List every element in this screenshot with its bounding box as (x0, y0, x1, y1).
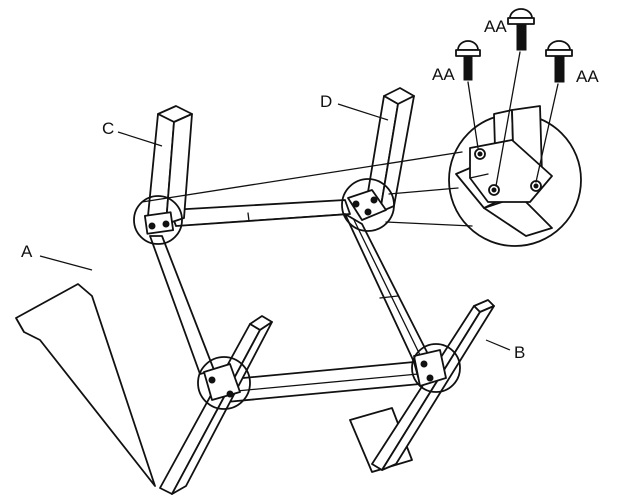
leg-d (347, 87, 415, 221)
label-aa-middle: AA (484, 17, 507, 36)
label-d: D (320, 92, 332, 111)
corner-detail-circles (133, 178, 461, 410)
leg-b (371, 299, 495, 471)
screw-aa-middle (495, 8, 535, 187)
screw-aa-left (455, 40, 481, 149)
aa-screws (455, 8, 573, 187)
label-a: A (21, 242, 33, 261)
seat-frame-aprons (149, 199, 433, 403)
screw-aa-right (535, 40, 573, 183)
callout-leaders (39, 103, 511, 351)
label-c: C (102, 119, 114, 138)
label-aa-right: AA (576, 67, 599, 86)
label-aa-left: AA (432, 65, 455, 84)
label-b: B (514, 343, 525, 362)
leg-front-left (159, 315, 273, 495)
enlarged-corner-detail (141, 105, 582, 247)
leg-c (143, 105, 193, 235)
